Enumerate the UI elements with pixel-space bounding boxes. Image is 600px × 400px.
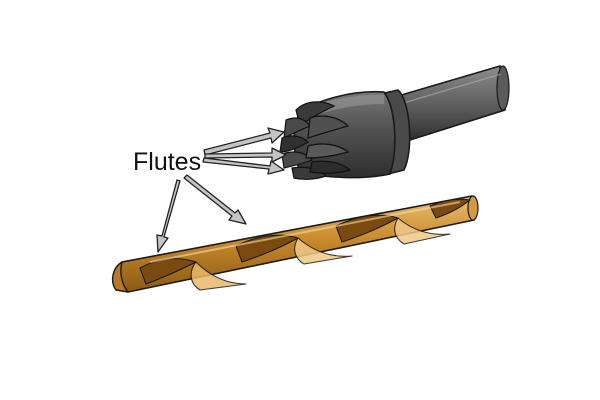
arrow-to-drill-flute-right bbox=[183, 174, 247, 225]
arrow-to-countersink-flute-1 bbox=[203, 127, 285, 156]
countersink-flutes bbox=[279, 101, 352, 180]
flutes-label: Flutes bbox=[133, 148, 201, 176]
drill-end bbox=[467, 195, 479, 221]
countersink-shank-end bbox=[496, 65, 510, 111]
arrows bbox=[156, 127, 287, 253]
countersink-bit bbox=[279, 65, 510, 180]
arrow-to-countersink-flute-2 bbox=[204, 147, 287, 163]
drill-tip bbox=[111, 261, 129, 293]
arrow-to-countersink-flute-3 bbox=[202, 157, 285, 175]
twist-drill-bit bbox=[111, 195, 479, 293]
arrow-to-drill-flute-left bbox=[156, 179, 181, 253]
